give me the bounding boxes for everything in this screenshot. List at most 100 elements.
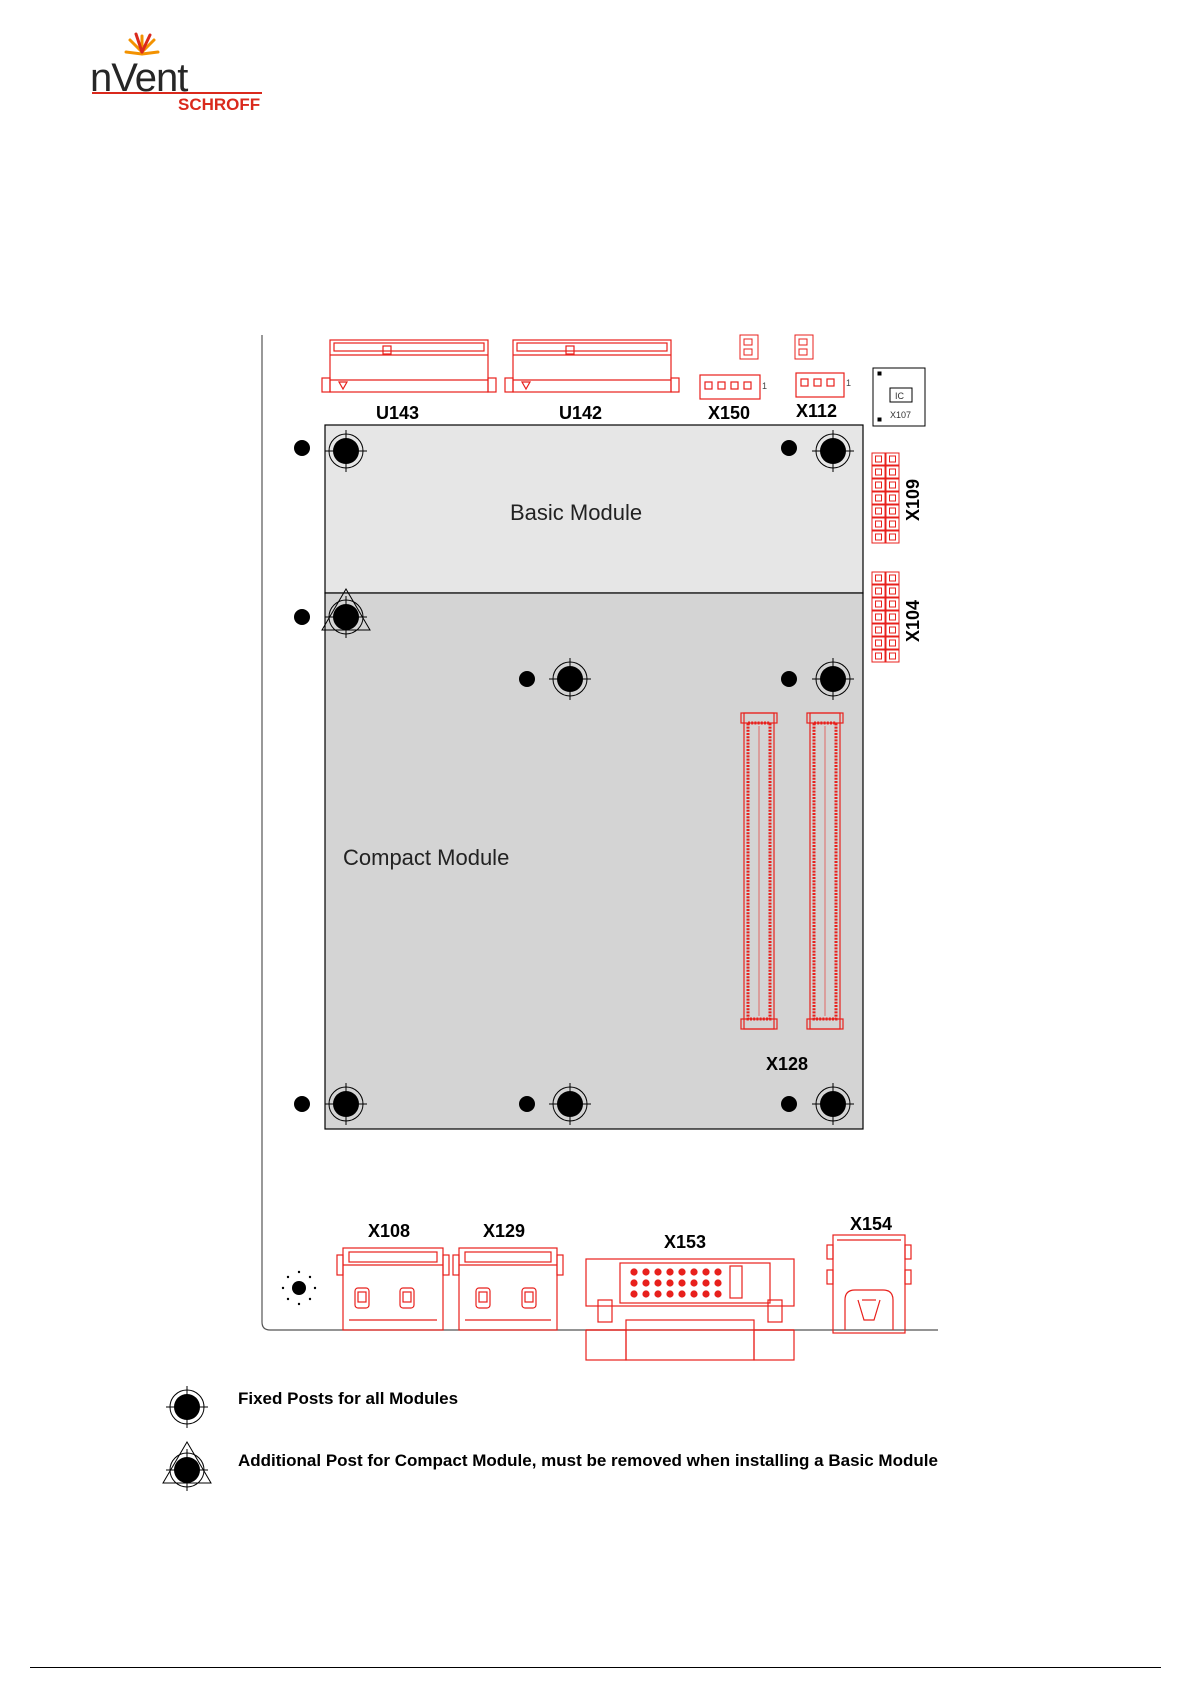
- x153-pin: [655, 1291, 661, 1297]
- x150-jumper: [740, 335, 758, 359]
- x153-pin: [631, 1269, 637, 1275]
- x153-pin: [691, 1269, 697, 1275]
- status-led-icon: [282, 1271, 316, 1305]
- x112-label: X112: [796, 401, 837, 421]
- x153-pin: [667, 1269, 673, 1275]
- header-pin: [876, 534, 882, 540]
- header-pin: [890, 653, 896, 659]
- header-pin: [876, 521, 882, 527]
- x153-pin: [655, 1280, 661, 1286]
- x153-pin: [643, 1291, 649, 1297]
- x129-connector: [453, 1248, 563, 1330]
- x153-pin: [643, 1269, 649, 1275]
- u142-connector: [505, 340, 679, 392]
- header-pin-cell: [872, 650, 885, 662]
- x112-connector: [796, 373, 844, 397]
- header-pin: [890, 456, 896, 462]
- header-pin: [876, 640, 882, 646]
- x112-jumper: [795, 335, 813, 359]
- x109-label: X109: [903, 479, 923, 521]
- x108-label: X108: [368, 1221, 410, 1241]
- header-pin-cell: [886, 611, 899, 623]
- header-pin-cell: [872, 598, 885, 610]
- u142-label: U142: [559, 403, 602, 423]
- header-pin: [876, 575, 882, 581]
- guide-hole: [519, 671, 535, 687]
- header-pin-cell: [886, 492, 899, 504]
- x153-pin: [715, 1269, 721, 1275]
- header-pin: [890, 640, 896, 646]
- legend-additional-post: Additional Post for Compact Module, must…: [238, 1451, 938, 1471]
- x153-pin: [643, 1280, 649, 1286]
- x153-pin: [691, 1280, 697, 1286]
- u143-connector: [322, 340, 496, 392]
- guide-hole: [294, 440, 310, 456]
- header-pin: [876, 469, 882, 475]
- header-pin-cell: [872, 505, 885, 517]
- x153-pin: [679, 1280, 685, 1286]
- header-pin-cell: [886, 531, 899, 543]
- x108-connector: [337, 1248, 449, 1330]
- header-pin: [876, 482, 882, 488]
- x153-pin: [667, 1280, 673, 1286]
- x153-connector: [586, 1259, 794, 1360]
- x112-pin1-mark: 1: [846, 378, 851, 388]
- header-pin-cell: [886, 637, 899, 649]
- x153-pin: [691, 1291, 697, 1297]
- header-pin: [890, 627, 896, 633]
- guide-hole: [294, 609, 310, 625]
- header-pin-cell: [872, 611, 885, 623]
- header-pin-cell: [872, 585, 885, 597]
- header-pin: [876, 627, 882, 633]
- x129-label: X129: [483, 1221, 525, 1241]
- header-pin-cell: [886, 466, 899, 478]
- x128-label: X128: [766, 1054, 808, 1074]
- compact-module-label: Compact Module: [343, 845, 509, 870]
- x153-pin: [631, 1291, 637, 1297]
- x153-pin: [667, 1291, 673, 1297]
- u143-label: U143: [376, 403, 419, 423]
- x104-header: [872, 572, 899, 662]
- header-pin-cell: [886, 585, 899, 597]
- header-pin-cell: [872, 479, 885, 491]
- x153-pin: [679, 1269, 685, 1275]
- x153-pin: [679, 1291, 685, 1297]
- x154-label: X154: [850, 1214, 892, 1234]
- header-pin-cell: [886, 598, 899, 610]
- x154-connector: [827, 1235, 911, 1333]
- header-pin: [890, 508, 896, 514]
- header-pin: [890, 521, 896, 527]
- x107-label: X107: [890, 410, 911, 420]
- guide-hole: [781, 1096, 797, 1112]
- header-pin: [890, 495, 896, 501]
- x109-header: [872, 453, 899, 543]
- header-pin: [876, 653, 882, 659]
- x150-connector: [700, 375, 760, 399]
- header-pin-cell: [872, 572, 885, 584]
- guide-hole: [781, 440, 797, 456]
- x153-label: X153: [664, 1232, 706, 1252]
- x153-pin: [715, 1291, 721, 1297]
- header-pin-cell: [886, 650, 899, 662]
- header-pin-cell: [872, 518, 885, 530]
- header-pin-cell: [886, 624, 899, 636]
- header-pin-cell: [872, 453, 885, 465]
- basic-module-label: Basic Module: [510, 500, 642, 525]
- x107-ic-mark: IC: [895, 391, 905, 401]
- guide-hole: [519, 1096, 535, 1112]
- header-pin-cell: [886, 479, 899, 491]
- header-pin-cell: [872, 637, 885, 649]
- x153-pin: [655, 1269, 661, 1275]
- legend-fixed-posts: Fixed Posts for all Modules: [238, 1389, 458, 1409]
- header-pin-cell: [872, 466, 885, 478]
- header-pin-cell: [886, 505, 899, 517]
- header-pin: [890, 588, 896, 594]
- header-pin-cell: [872, 624, 885, 636]
- header-pin-cell: [886, 572, 899, 584]
- footer-rule: [30, 1667, 1161, 1668]
- x153-pin: [703, 1291, 709, 1297]
- header-pin: [876, 614, 882, 620]
- header-pin-cell: [872, 492, 885, 504]
- header-pin-cell: [886, 518, 899, 530]
